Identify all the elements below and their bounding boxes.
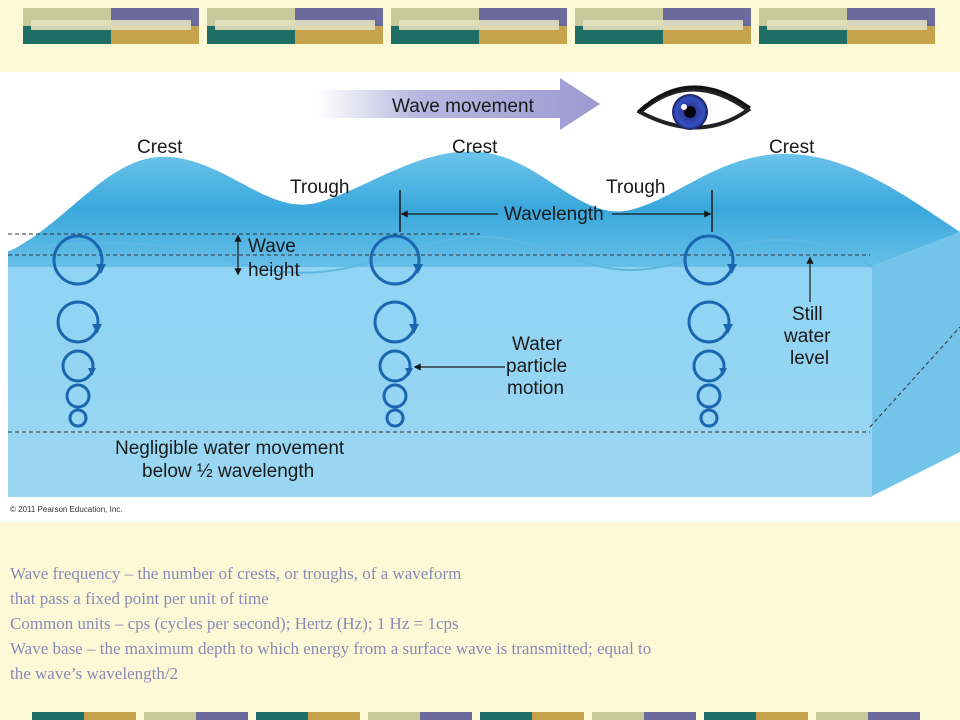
caption-line: Wave frequency – the number of crests, o… [10, 564, 462, 583]
crest-label: Crest [452, 137, 498, 158]
caption: Wave frequency – the number of crests, o… [10, 561, 910, 686]
water-right-face [870, 232, 960, 497]
particle-motion-label: Water [512, 334, 563, 355]
caption-line: the wave’s wavelength/2 [10, 664, 179, 683]
water-surface [8, 151, 960, 267]
banner-text: Wave movement [392, 96, 535, 117]
wave-height-label: height [248, 260, 300, 281]
wavelength-label: Wavelength [504, 204, 604, 225]
negligible-movement-label: Negligible water movement [115, 438, 345, 459]
wave-height-label: Wave [248, 236, 296, 257]
wave-diagram-svg: Wave movement [7, 78, 960, 514]
still-water-label: water [783, 326, 831, 347]
decor-strip [256, 712, 360, 720]
trough-label: Trough [606, 177, 666, 198]
decor-tile [23, 8, 199, 44]
decor-strip [32, 712, 136, 720]
crest-label: Crest [137, 137, 183, 158]
decor-tile [575, 8, 751, 44]
decor-strip [816, 712, 920, 720]
caption-line: that pass a fixed point per unit of time [10, 589, 269, 608]
decor-tile [759, 8, 935, 44]
still-water-label: Still [792, 304, 823, 325]
top-decor-band [0, 0, 960, 72]
trough-label: Trough [290, 177, 350, 198]
copyright-text: © 2011 Pearson Education, Inc. [10, 505, 122, 514]
wave-diagram: Wave movement [0, 72, 960, 522]
eye-icon [636, 85, 752, 130]
orbit-column [52, 234, 104, 428]
decor-tile [207, 8, 383, 44]
caption-line: Wave base – the maximum depth to which e… [10, 639, 652, 658]
still-water-label: level [790, 348, 829, 369]
caption-line: Common units – cps (cycles per second); … [10, 614, 459, 633]
decor-tile [391, 8, 567, 44]
crest-label: Crest [769, 137, 815, 158]
decor-strip [480, 712, 584, 720]
bottom-decor-band [0, 712, 960, 720]
decor-strip [368, 712, 472, 720]
decor-strip [592, 712, 696, 720]
negligible-movement-label-line2: below ½ wavelength [142, 461, 314, 482]
wave-movement-banner: Wave movement [318, 78, 600, 130]
water-front-face [8, 252, 872, 497]
particle-motion-label: particle [506, 356, 567, 377]
decor-strip [704, 712, 808, 720]
orbit-column [683, 234, 735, 428]
decor-strip [144, 712, 248, 720]
particle-motion-label: motion [507, 378, 564, 399]
orbit-column [369, 234, 421, 428]
